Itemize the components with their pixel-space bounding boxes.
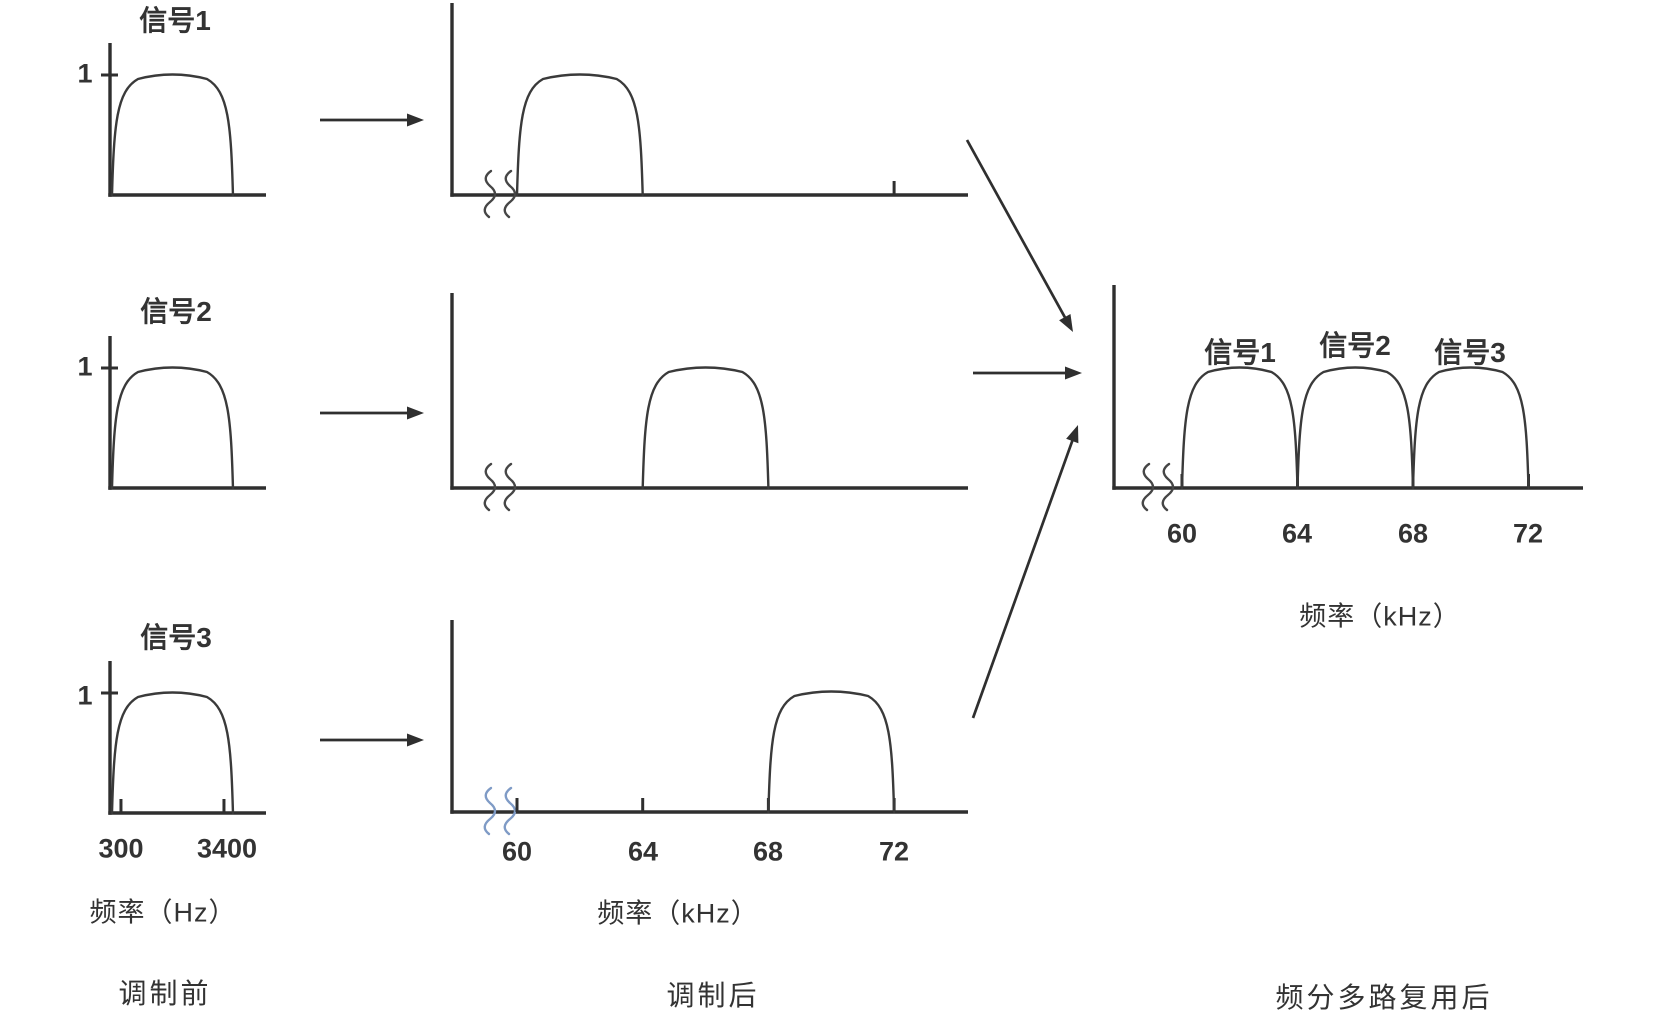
multiplex-arrow-top-head [1059,313,1073,332]
amplitude-tick-label-3: 1 [77,680,93,711]
fdm-band-label-3: 信号3 [1434,337,1506,368]
after-signal-3-spectrum-curve [767,690,896,814]
multiplex-arrow-top-shaft [965,139,1070,324]
fdm-output-axis-break-mark [1161,462,1175,512]
fdm-output-spectrum-curve-3 [1411,366,1530,490]
amplitude-tick-label-1: 1 [77,58,93,89]
fdm-x-tick-68: 68 [1397,518,1429,549]
after-signal-2-axis-break-mark [503,462,517,512]
after-signal-1-spectrum-curve [515,73,644,197]
before-signal-3-spectrum-curve [110,691,235,815]
caption-after-modulation: 调制后 [666,980,760,1011]
after-signal-3-axis-break-mark [503,786,517,836]
before-x-axis-label: 频率（Hz） [89,897,237,928]
fdm-x-axis-label: 频率（kHz） [1299,601,1461,632]
fdm-output-axis-break-mark [1141,462,1155,512]
fdm-output-spectrum-curve-1 [1180,366,1299,490]
amplitude-tick-label-2: 1 [77,351,93,382]
before-signal-1-spectrum-curve [110,73,235,197]
caption-before-modulation: 调制前 [118,978,212,1009]
fdm-x-tick-64: 64 [1281,518,1313,549]
fdm-band-label-1: 信号1 [1204,337,1276,368]
multiplex-arrow-bottom-shaft [971,434,1076,719]
after-signal-2-spectrum-curve [641,366,770,490]
fdm-output-spectrum-curve-2 [1296,366,1415,490]
multiplex-arrow-middle-head [1065,366,1082,380]
before-x-tick-300: 300 [98,833,144,864]
multiplex-arrow-bottom-head [1066,425,1079,444]
after-x-tick-60: 60 [501,836,533,867]
before-signal-3-title: 信号3 [140,622,212,653]
before-signal-2-title: 信号2 [140,296,212,327]
after-signal-2-axis-break-mark [483,462,497,512]
modulation-arrow-3-head [407,733,424,747]
fdm-x-tick-60: 60 [1166,518,1198,549]
modulation-arrow-1-head [407,113,424,127]
before-signal-2-spectrum-curve [110,366,235,490]
caption-after-fdm: 频分多路复用后 [1275,982,1493,1013]
after-x-tick-68: 68 [752,836,784,867]
before-signal-1-title: 信号1 [139,5,211,36]
after-x-tick-72: 72 [878,836,910,867]
fdm-x-tick-72: 72 [1512,518,1544,549]
after-signal-3-axis-break-mark [483,786,497,836]
after-x-axis-label: 频率（kHz） [597,898,759,929]
modulation-arrow-2-head [407,406,424,420]
fdm-band-label-2: 信号2 [1319,330,1391,361]
after-signal-1-axis-break-mark [503,169,517,219]
after-x-tick-64: 64 [627,836,659,867]
after-signal-1-axis-break-mark [483,169,497,219]
before-x-tick-3400: 3400 [196,833,258,864]
